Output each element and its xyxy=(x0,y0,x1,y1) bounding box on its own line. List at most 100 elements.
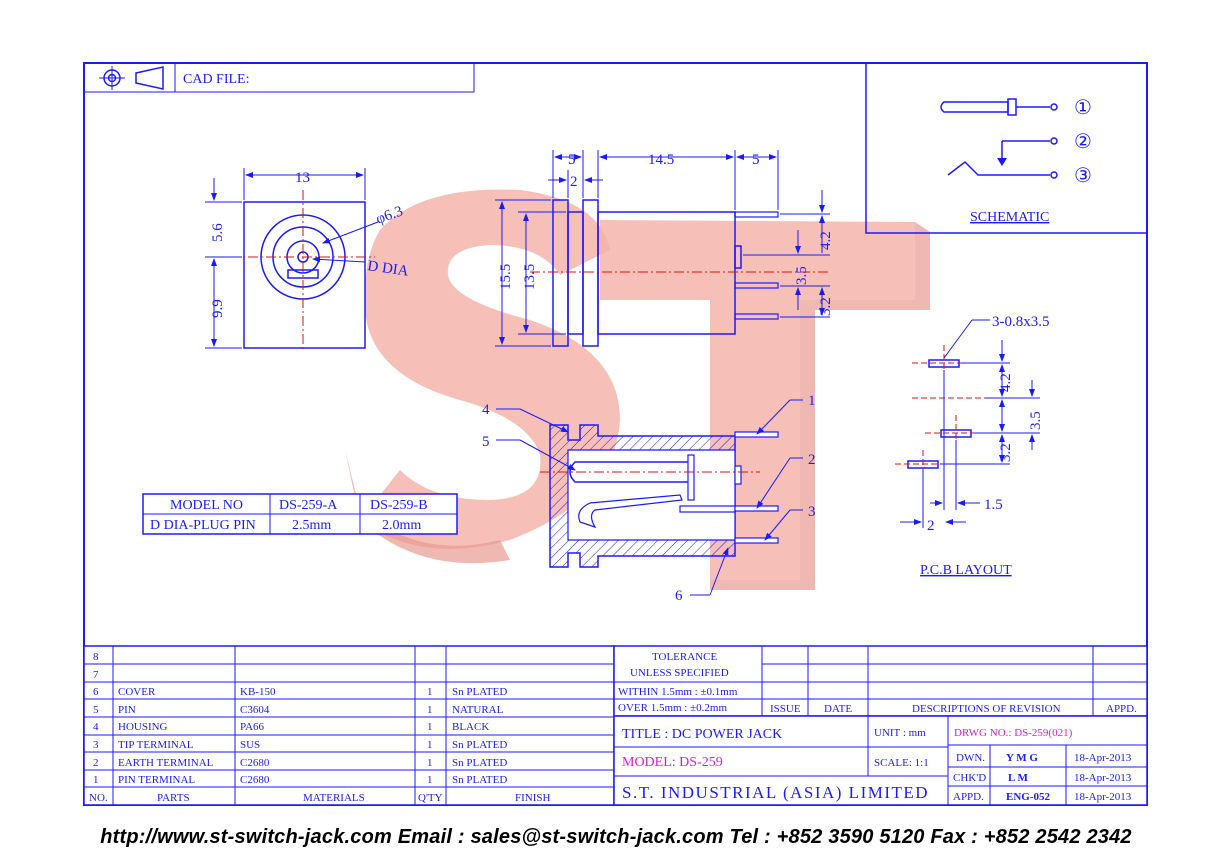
side-dim-3-5: 3.5 xyxy=(794,266,810,285)
bom-row-5-part: PIN xyxy=(118,704,136,716)
appd-date: 18-Apr-2013 xyxy=(1074,791,1132,803)
appd-value: ENG-052 xyxy=(1006,791,1051,803)
front-dim-bottom: 9.9 xyxy=(210,299,226,318)
cad-header: CAD FILE: xyxy=(83,62,475,93)
side-view: 5 14.5 5 2 15.5 13.5 4.2 3.5 3.2 xyxy=(495,150,834,347)
bom-header: NO. PARTS MATERIALS Q'TY FINISH xyxy=(89,792,551,804)
model-row-label: D DIA-PLUG PIN xyxy=(150,518,256,533)
model-text: MODEL: DS-259 xyxy=(622,755,723,770)
front-view: 13 5.6 9.9 φ6.3 D DIA xyxy=(205,168,410,352)
bom-head-parts: PARTS xyxy=(157,792,190,804)
bom-table xyxy=(83,645,615,806)
bom-row-5-finish: NATURAL xyxy=(452,704,504,716)
bom-row-3-mat: SUS xyxy=(240,739,260,751)
schematic-box: ① ② ③ SCHEMATIC xyxy=(865,62,1148,234)
side-dim-2: 2 xyxy=(570,174,578,190)
tolerance-block: TOLERANCE UNLESS SPECIFIED WITHIN 1.5mm … xyxy=(613,645,1148,717)
dwn-date: 18-Apr-2013 xyxy=(1074,752,1132,764)
pcb-layout-title: P.C.B LAYOUT xyxy=(920,563,1012,578)
bom-head-finish: FINISH xyxy=(515,792,551,804)
projection-cone-icon xyxy=(135,66,164,90)
bom-row-3-no: 3 xyxy=(93,739,99,751)
unit-text: UNIT : mm xyxy=(874,727,926,739)
bom-row-6-no: 6 xyxy=(93,686,99,698)
bom-row-1-finish: Sn PLATED xyxy=(452,774,507,786)
revision-appd: APPD. xyxy=(1106,703,1137,715)
tolerance-line-1: TOLERANCE xyxy=(652,651,717,663)
drawing-number: DRWG NO.: DS-259(021) xyxy=(954,727,1073,739)
tolerance-over: OVER 1.5mm : ±0.2mm xyxy=(618,702,727,714)
bom-head-qty: Q'TY xyxy=(418,792,443,804)
bom-row-3-finish: Sn PLATED xyxy=(452,739,507,751)
schematic-pin-3: ③ xyxy=(1074,165,1092,187)
bom-row-1-mat: C2680 xyxy=(240,774,270,786)
callout-1: 1 xyxy=(808,393,816,409)
bom-row-2-mat: C2680 xyxy=(240,757,270,769)
pcb-layout: 3-0.8x3.5 4.2 3.2 3.5 1.5 2 P.C.B LAYOUT xyxy=(895,314,1050,578)
bom-row-1-qty: 1 xyxy=(427,774,433,786)
callout-2: 2 xyxy=(808,452,816,468)
title-block: TITLE : DC POWER JACK UNIT : mm DRWG NO.… xyxy=(613,715,1148,806)
bom-row-8-no: 8 xyxy=(93,651,99,663)
front-dim-ddia: D DIA xyxy=(366,258,409,280)
revision-date: DATE xyxy=(824,703,852,715)
bom-row-2-qty: 1 xyxy=(427,757,433,769)
model-head-b: DS-259-B xyxy=(370,498,428,513)
front-dim-width: 13 xyxy=(295,170,310,186)
bom-head-no: NO. xyxy=(89,792,108,804)
bom-row-2-no: 2 xyxy=(93,757,99,769)
side-dim-13-5: 13.5 xyxy=(522,264,538,290)
bom-row-3-qty: 1 xyxy=(427,739,433,751)
callout-3: 3 xyxy=(808,504,816,520)
bom-row-6-finish: Sn PLATED xyxy=(452,686,507,698)
scale-text: SCALE: 1:1 xyxy=(874,757,929,769)
pcb-dim-2: 2 xyxy=(927,518,935,534)
bom-row-5-no: 5 xyxy=(93,704,99,716)
callout-6: 6 xyxy=(675,588,683,604)
tolerance-within: WITHIN 1.5mm : ±0.1mm xyxy=(618,686,738,698)
pcb-hole-spec: 3-0.8x3.5 xyxy=(992,314,1050,330)
side-dim-5a: 5 xyxy=(568,152,576,168)
bom-row-6-part: COVER xyxy=(118,686,156,698)
model-head-no: MODEL NO xyxy=(170,498,243,513)
revision-issue: ISSUE xyxy=(770,703,801,715)
bom-row-4-mat: PA66 xyxy=(240,721,265,733)
front-dim-top: 5.6 xyxy=(210,223,226,242)
title-text: TITLE : DC POWER JACK xyxy=(622,727,782,742)
bom-row-6-qty: 1 xyxy=(427,686,433,698)
revision-desc: DESCRIPTIONS OF REVISION xyxy=(912,703,1061,715)
schematic-pin-1: ① xyxy=(1074,97,1092,119)
bom-row-4-no: 4 xyxy=(93,721,99,733)
bom-row-2-part: EARTH TERMINAL xyxy=(118,757,214,769)
bom-row-7-no: 7 xyxy=(93,669,99,681)
schematic-title: SCHEMATIC xyxy=(970,210,1049,225)
appd-label: APPD. xyxy=(953,791,984,803)
side-dim-3-2: 3.2 xyxy=(818,297,834,316)
bom-row-4-qty: 1 xyxy=(427,721,433,733)
bom-row-1-part: PIN TERMINAL xyxy=(118,774,195,786)
chk-label: CHK'D xyxy=(953,772,986,784)
contact-footer: http://www.st-switch-jack.com Email : sa… xyxy=(100,826,1132,848)
side-dim-14-5: 14.5 xyxy=(648,152,674,168)
chk-date: 18-Apr-2013 xyxy=(1074,772,1132,784)
dwn-value: Y M G xyxy=(1006,752,1038,764)
model-table: MODEL NO DS-259-A DS-259-B D DIA-PLUG PI… xyxy=(142,493,458,535)
side-dim-15-5: 15.5 xyxy=(498,264,514,290)
bom-row-5-mat: C3604 xyxy=(240,704,270,716)
model-row-a: 2.5mm xyxy=(292,518,331,533)
section-view: 4 5 1 2 3 6 xyxy=(482,393,816,604)
callout-5: 5 xyxy=(482,434,490,450)
bom-row-4-finish: BLACK xyxy=(452,721,489,733)
side-dim-4-2: 4.2 xyxy=(818,231,834,250)
callout-4: 4 xyxy=(482,402,490,418)
model-head-a: DS-259-A xyxy=(279,498,338,513)
company-name: S.T. INDUSTRIAL (ASIA) LIMITED xyxy=(622,783,929,802)
pcb-dim-3-2: 3.2 xyxy=(998,443,1014,462)
bom-row-5-qty: 1 xyxy=(427,704,433,716)
pcb-dim-1-5: 1.5 xyxy=(984,497,1003,513)
bom-row-3-part: TIP TERMINAL xyxy=(118,739,194,751)
chk-value: L M xyxy=(1008,772,1028,784)
side-dim-5b: 5 xyxy=(752,152,760,168)
model-row-b: 2.0mm xyxy=(382,518,421,533)
